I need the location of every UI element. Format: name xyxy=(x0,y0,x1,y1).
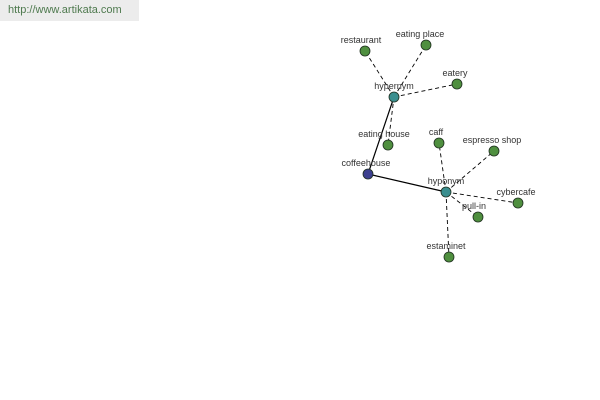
node-circle-eatery[interactable] xyxy=(451,78,463,90)
node-eatery[interactable]: eatery xyxy=(442,68,468,90)
edge-hyp2-cybercafe xyxy=(445,191,519,204)
node-circle-pull_in[interactable] xyxy=(472,211,484,223)
node-label-espresso_shop: espresso shop xyxy=(463,135,522,145)
edge-coffeehouse-hyp2 xyxy=(367,173,447,193)
node-cybercafe[interactable]: cybercafe xyxy=(496,187,536,209)
nodes-layer: coffeehouse hypernym hyponym restaurant eati… xyxy=(341,29,536,263)
node-hyp2[interactable]: hyponym xyxy=(428,176,465,198)
edge-hyp1-restaurant xyxy=(364,50,395,98)
node-label-estaminet: estaminet xyxy=(426,241,466,251)
edge-hyp1-eating_place xyxy=(393,44,427,98)
node-circle-caff[interactable] xyxy=(433,137,445,149)
node-label-eating_place: eating place xyxy=(396,29,445,39)
node-circle-coffeehouse[interactable] xyxy=(362,168,374,180)
node-label-eating_house: eating house xyxy=(358,129,410,139)
node-circle-hyp2[interactable] xyxy=(440,186,452,198)
node-label-coffeehouse: coffeehouse xyxy=(342,158,391,168)
node-circle-hyp1[interactable] xyxy=(388,91,400,103)
node-label-hyp2: hyponym xyxy=(428,176,465,186)
node-circle-eating_place[interactable] xyxy=(420,39,432,51)
node-label-eatery: eatery xyxy=(442,68,468,78)
node-label-hyp1: hypernym xyxy=(374,81,414,91)
node-label-restaurant: restaurant xyxy=(341,35,382,45)
edge-hyp1-eatery xyxy=(393,83,458,98)
node-circle-espresso_shop[interactable] xyxy=(488,145,500,157)
node-circle-estaminet[interactable] xyxy=(443,251,455,263)
edge-hyp2-espresso_shop xyxy=(445,150,495,193)
node-eating_place[interactable]: eating place xyxy=(396,29,445,51)
node-estaminet[interactable]: estaminet xyxy=(426,241,466,263)
node-pull_in[interactable]: pull-in xyxy=(462,201,486,223)
url-link[interactable]: http://www.artikata.com xyxy=(0,0,139,21)
node-circle-eating_house[interactable] xyxy=(382,139,394,151)
edge-hyp1-eating_house xyxy=(387,96,395,146)
node-hyp1[interactable]: hypernym xyxy=(374,81,414,103)
edge-hyp2-caff xyxy=(438,142,447,193)
node-circle-cybercafe[interactable] xyxy=(512,197,524,209)
node-label-cybercafe: cybercafe xyxy=(496,187,535,197)
node-circle-restaurant[interactable] xyxy=(359,45,371,57)
node-eating_house[interactable]: eating house xyxy=(358,129,410,151)
node-espresso_shop[interactable]: espresso shop xyxy=(463,135,522,157)
node-caff[interactable]: caff xyxy=(429,127,445,149)
node-restaurant[interactable]: restaurant xyxy=(341,35,382,57)
edge-coffeehouse-hyp1 xyxy=(367,96,395,175)
node-coffeehouse[interactable]: coffeehouse xyxy=(342,158,391,180)
node-label-pull_in: pull-in xyxy=(462,201,486,211)
edge-hyp2-estaminet xyxy=(445,191,450,258)
edges-layer xyxy=(364,44,519,258)
node-label-caff: caff xyxy=(429,127,444,137)
